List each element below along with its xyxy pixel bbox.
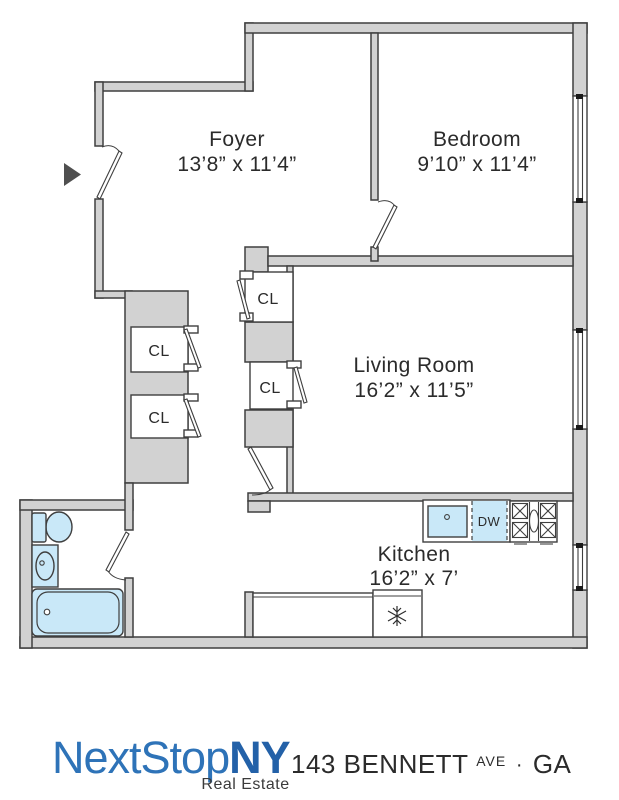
address-street: 143 BENNETT [291,749,469,779]
wall-segment [124,290,189,484]
wall-segment [94,81,104,147]
foyer-dimensions: 13’8” x 11’4” [177,153,296,176]
closet-center-upper: CL [236,270,294,323]
property-address: 143 BENNETT AVE · GA [291,749,571,780]
kitchen-dimensions: 16’2” x 7’ [369,567,458,590]
wall-segment [247,492,574,502]
bedroom-door [372,200,398,250]
entry-arrow [64,163,81,186]
kitchen-label: Kitchen [378,543,451,566]
wall-segment [244,321,294,363]
kitchen-door [247,446,274,496]
bedroom-dimensions: 9’10” x 11’4” [417,153,536,176]
closet-label: CL [257,291,278,308]
refrigerator [372,589,423,638]
brand-name-primary: NextStop [52,732,230,783]
living-room-label: Living Room [353,354,474,377]
wall-segment [247,500,271,513]
wall-segment [370,32,379,201]
snowflake-icon [387,606,407,626]
counter-run [252,592,374,638]
walls [19,22,588,649]
wall-segment [19,499,33,649]
closet-left-upper: CL [130,325,202,373]
burner [511,502,529,520]
closet-door [293,366,308,404]
burner [539,521,557,539]
toilet [31,511,73,543]
address-unit: GA [532,749,572,779]
wall-segment [19,636,588,649]
entry-door [96,145,123,200]
wall-segment [94,81,254,92]
foyer-label: Foyer [209,128,265,151]
address-separator: · [515,754,524,776]
kitchen-window [572,543,588,591]
wall-segment [244,591,254,638]
wall-segment [244,246,269,273]
closet-door [236,279,251,320]
wall-segment [124,577,134,638]
closet-label: CL [259,380,280,397]
burner [511,521,529,539]
room-labels: Foyer 13’8” x 11’4” Bedroom 9’10” x 11’4… [177,128,536,590]
bathtub [31,588,124,637]
living-room-window [572,328,588,430]
brand-name-accent: NY [229,732,291,783]
brand-logo: NextStopNY Real Estate [52,732,291,793]
closet-door [183,398,202,438]
bedroom-window [572,94,588,203]
wall-segment [572,201,588,331]
closet-label: CL [148,410,169,427]
wall-segment [124,482,134,531]
closet-left-lower: CL [130,393,202,439]
bathroom-door [105,531,130,581]
wall-segment [19,499,134,511]
brand-tagline: Real Estate [201,776,290,793]
wall-segment [244,409,294,448]
wall-segment [572,428,588,546]
brand-name: NextStopNY [52,732,291,783]
wall-segment [267,255,574,267]
kitchen-sink [427,505,468,538]
closet-center-lower: CL [249,360,308,410]
closet-door [183,328,202,369]
burner [539,502,557,520]
bedroom-label: Bedroom [433,128,521,151]
living-room-dimensions: 16’2” x 11’5” [354,379,473,402]
bathroom-sink [31,544,59,588]
wall-segment [244,22,588,34]
wall-segment [94,198,104,299]
address-suffix: AVE [476,753,507,769]
wall-segment [370,246,379,262]
dishwasher: DW [471,501,508,541]
stove [509,500,558,545]
floor-plan: CL CL CL CL [19,22,588,649]
wall-segment [572,22,588,97]
dishwasher-label: DW [478,514,501,529]
closet-label: CL [148,343,169,360]
